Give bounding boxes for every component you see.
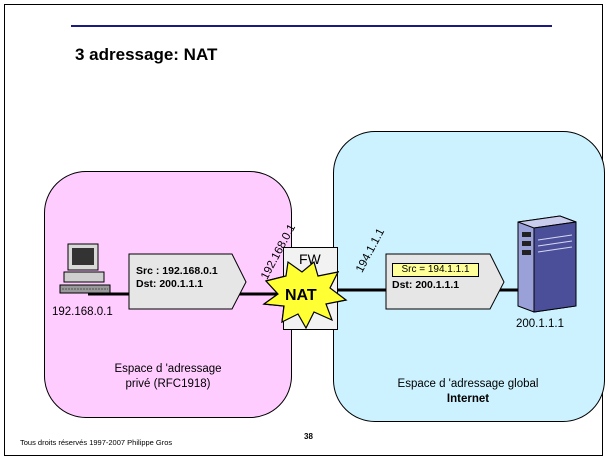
footer-copyright: Tous droits réservés 1997-2007 Philippe … <box>20 438 173 447</box>
packet-after-dst: Dst: 200.1.1.1 <box>392 279 460 291</box>
private-caption-line2: privé (RFC1918) <box>125 378 211 390</box>
firewall-label: FW <box>299 251 321 267</box>
client-ip: 192.168.0.1 <box>52 306 113 318</box>
global-zone-caption: Espace d 'adressage global Internet <box>378 377 558 407</box>
packet-before-dst: Dst: 200.1.1.1 <box>136 278 204 290</box>
nat-label: NAT <box>285 287 317 304</box>
page-number: 38 <box>304 432 313 441</box>
private-caption-line1: Espace d 'adressage <box>114 363 222 375</box>
global-caption-line2: Internet <box>446 393 490 405</box>
desktop-computer-icon <box>59 243 111 294</box>
server-ip: 200.1.1.1 <box>516 318 564 330</box>
global-caption-line1: Espace d 'adressage global <box>397 378 539 390</box>
packet-before-src: Src : 192.168.0.1 <box>136 265 218 277</box>
private-zone-caption: Espace d 'adressage privé (RFC1918) <box>109 362 227 392</box>
packet-before-arrow <box>128 253 247 310</box>
title-rule <box>71 25 552 27</box>
slide-title: 3 adressage: NAT <box>75 45 218 64</box>
tower-server-icon <box>517 215 577 313</box>
nat-burst-shape <box>262 260 348 330</box>
packet-after-src: Src = 194.1.1.1 <box>392 263 479 277</box>
